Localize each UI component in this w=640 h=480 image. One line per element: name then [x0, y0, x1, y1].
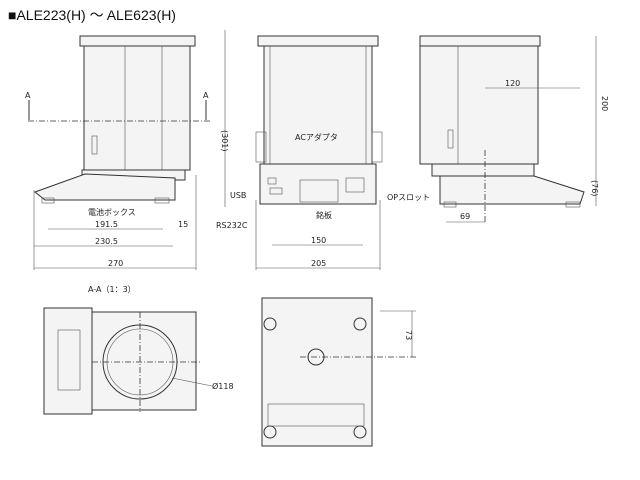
section-view	[43, 307, 213, 415]
section-label: A-A（1：3）	[88, 285, 136, 294]
rs232c-port-label: RS232C	[216, 221, 248, 230]
dim-191-5: 191.5	[95, 220, 118, 229]
section-mark-right: A	[203, 91, 209, 100]
dim-270: 270	[108, 259, 123, 268]
dim-205: 205	[311, 259, 326, 268]
battery-box-label: 電池ボックス	[88, 207, 136, 217]
side-view	[419, 35, 597, 224]
dim-230-5: 230.5	[95, 237, 118, 246]
front-view	[28, 30, 226, 270]
usb-port-label: USB	[230, 191, 246, 200]
rear-view	[255, 35, 383, 270]
dim-76: (76)	[590, 180, 599, 196]
ac-adapter-label: ACアダプタ	[295, 132, 338, 142]
dim-200: 200	[600, 96, 609, 111]
drawing-title: ■ALE223(H) ～ ALE623(H)	[8, 7, 176, 23]
dim-120: 120	[505, 79, 520, 88]
bottom-view	[261, 297, 416, 447]
nameplate-label: 銘板	[316, 210, 332, 220]
height-dim: (301)	[220, 130, 229, 152]
dim-15: 15	[178, 220, 188, 229]
dim-73: 73	[404, 330, 413, 340]
dim-150: 150	[311, 236, 326, 245]
dim-69: 69	[460, 212, 470, 221]
op-slot-label: OPスロット	[387, 193, 430, 202]
section-mark-left: A	[25, 91, 31, 100]
diameter-118: Ø118	[212, 381, 234, 391]
